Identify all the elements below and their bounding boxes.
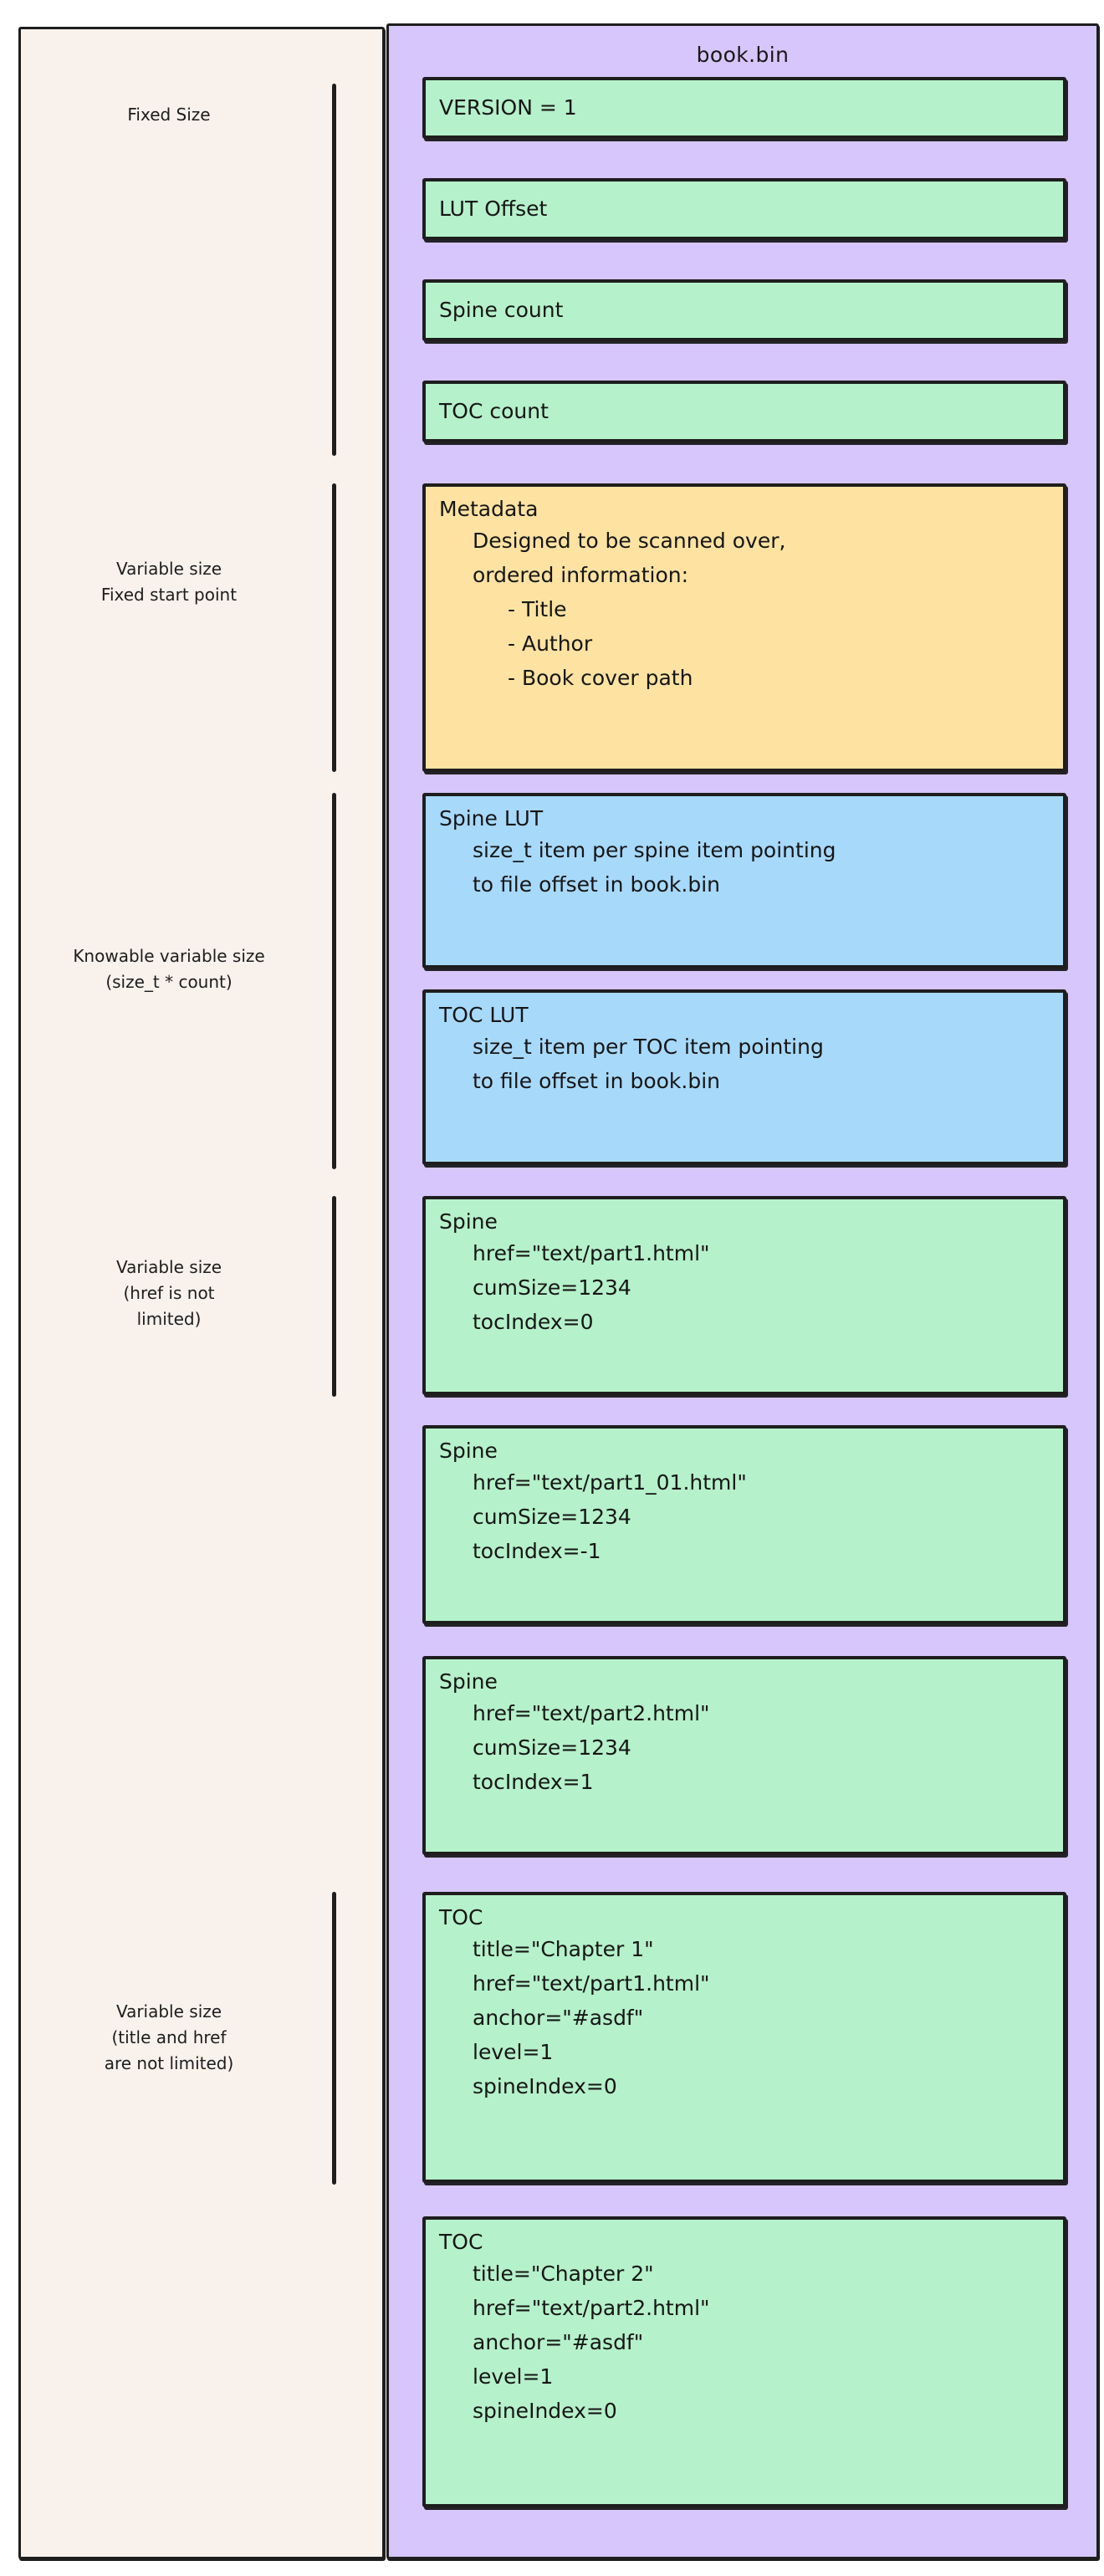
panel-title: book.bin (696, 43, 790, 67)
field-box-11-title: TOC (439, 2230, 483, 2254)
field-box-9-title: Spine (439, 1669, 498, 1694)
field-box-3[interactable]: TOC count (422, 381, 1066, 442)
field-box-4-body: Designed to be scanned over, ordered inf… (473, 529, 786, 587)
field-box-9-field-0: href="text/part2.html" (473, 1701, 710, 1725)
field-box-10-field-2: anchor="#asdf" (473, 2006, 644, 2030)
field-box-7-field-0: href="text/part1.html" (473, 1241, 710, 1265)
field-box-10-field-4: spineIndex=0 (473, 2074, 617, 2098)
field-box-10-field-0: title="Chapter 1" (473, 1937, 654, 1961)
field-box-0[interactable]: VERSION = 1 (422, 77, 1066, 139)
field-box-7-title: Spine (439, 1209, 498, 1234)
field-box-11-field-0: title="Chapter 2" (473, 2262, 654, 2286)
group-label-3: Variable size (href is not limited) (115, 1257, 222, 1329)
field-box-6[interactable]: TOC LUT size_t item per TOC item pointing… (422, 989, 1066, 1165)
field-box-5-title: Spine LUT (439, 806, 544, 831)
field-box-1[interactable]: LUT Offset (422, 178, 1066, 240)
field-box-4-bullet-0: - Title (508, 597, 567, 621)
field-box-2[interactable]: Spine count (422, 279, 1066, 341)
field-box-10[interactable]: TOC title="Chapter 1" href="text/part1.htm… (422, 1892, 1066, 2183)
field-box-10-title: TOC (439, 1905, 483, 1929)
field-box-11-field-4: spineIndex=0 (473, 2399, 617, 2423)
group-label-1: Variable size Fixed start point (100, 559, 238, 605)
group-label-2: Knowable variable size (size_t * count) (73, 946, 265, 992)
field-box-7-field-1: cumSize=1234 (473, 1275, 631, 1300)
field-box-6-title: TOC LUT (439, 1003, 529, 1027)
annotation-panel (18, 27, 385, 2559)
field-box-2-title: Spine count (439, 298, 564, 322)
field-box-10-field-3: level=1 (473, 2040, 554, 2064)
field-box-0-inner: VERSION = 1 (439, 89, 1051, 127)
field-box-11-field-3: level=1 (473, 2364, 554, 2389)
field-box-5[interactable]: Spine LUT size_t item per spine item poin… (422, 793, 1066, 969)
field-box-8-field-2: tocIndex=-1 (473, 1539, 601, 1563)
field-box-9[interactable]: Spine href="text/part2.html" cumSize=1234 t… (422, 1656, 1066, 1855)
field-box-7[interactable]: Spine href="text/part1.html" cumSize=1234 t… (422, 1196, 1066, 1395)
field-box-7-field-2: tocIndex=0 (473, 1310, 594, 1334)
field-box-1-title: LUT Offset (439, 197, 548, 221)
field-box-10-field-1: href="text/part1.html" (473, 1971, 710, 1996)
field-box-8-field-0: href="text/part1_01.html" (473, 1470, 747, 1495)
group-bracket-1 (332, 483, 336, 772)
field-box-4-title: Metadata (439, 497, 539, 521)
field-box-3-inner: TOC count (439, 392, 1051, 431)
group-label-0: Fixed Size (127, 105, 211, 125)
group-bracket-0 (332, 84, 336, 456)
field-box-11-field-2: anchor="#asdf" (473, 2330, 644, 2354)
field-box-9-field-2: tocIndex=1 (473, 1770, 594, 1794)
field-box-8-field-1: cumSize=1234 (473, 1505, 631, 1529)
field-box-5-body: size_t item per spine item pointing to f… (473, 838, 836, 897)
field-box-6-body: size_t item per TOC item pointing to fil… (473, 1035, 824, 1093)
field-box-3-title: TOC count (439, 399, 549, 423)
field-box-11[interactable]: TOC title="Chapter 2" href="text/part2.htm… (422, 2216, 1066, 2507)
field-box-8-title: Spine (439, 1439, 498, 1463)
field-box-8[interactable]: Spine href="text/part1_01.html" cumSize=12… (422, 1425, 1066, 1624)
field-box-4-bullet-2: - Book cover path (508, 666, 693, 690)
field-box-4-bullet-1: - Author (508, 631, 593, 656)
field-box-11-field-1: href="text/part2.html" (473, 2296, 710, 2320)
field-box-2-inner: Spine count (439, 291, 1051, 330)
field-box-0-title: VERSION = 1 (439, 95, 577, 120)
group-bracket-3 (332, 1196, 336, 1397)
group-bracket-2 (332, 793, 336, 1169)
group-bracket-4 (332, 1892, 336, 2185)
group-label-4: Variable size (title and href are not li… (104, 2001, 234, 2073)
field-box-9-field-1: cumSize=1234 (473, 1735, 631, 1760)
field-box-1-inner: LUT Offset (439, 190, 1051, 228)
